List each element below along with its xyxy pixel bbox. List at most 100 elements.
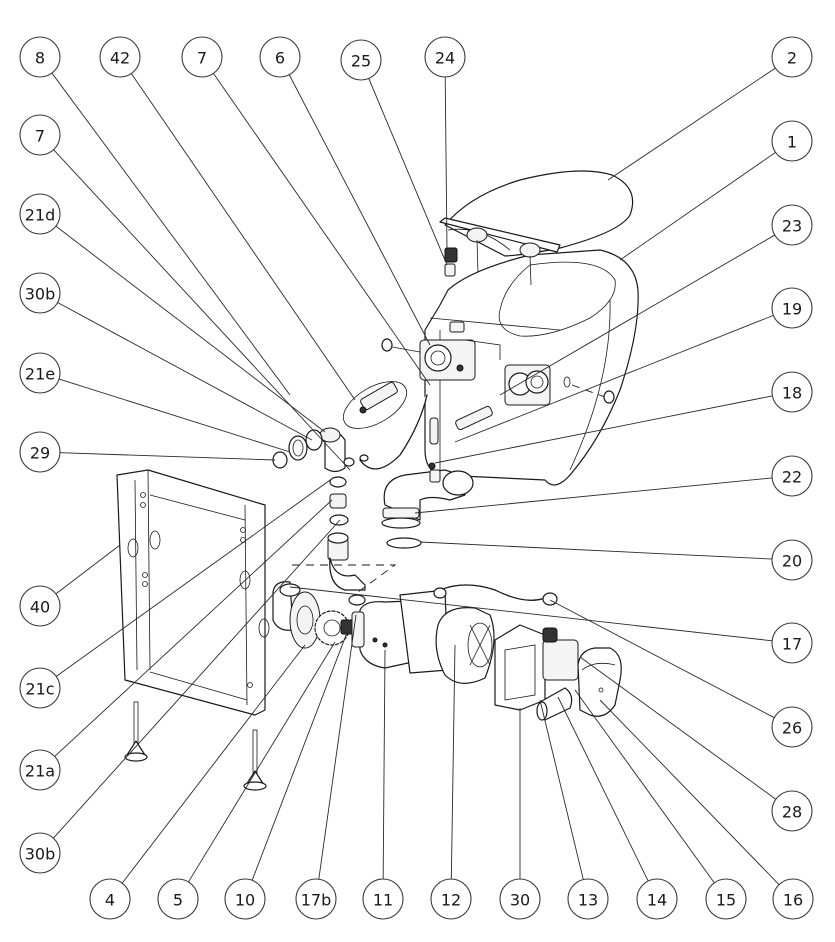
callout-26: 26: [771, 706, 813, 748]
callout-balloon: [295, 878, 337, 920]
callout-label: 4: [105, 891, 115, 910]
callout-balloon: [567, 878, 609, 920]
callout-11: 11: [362, 878, 404, 920]
callout-label: 24: [435, 49, 455, 68]
callout-10: 10: [224, 878, 266, 920]
leader-line-17: [289, 586, 773, 642]
leader-line-23: [499, 234, 775, 396]
support-leg-left: [124, 701, 148, 762]
elbow-connector-lower: [292, 532, 397, 593]
callout-label: 14: [647, 891, 667, 910]
callout-7: 7: [181, 36, 223, 78]
leader-line-5: [188, 641, 336, 883]
hose-clamps: [433, 584, 558, 606]
mounting-frame: [116, 469, 270, 716]
pump-body: [359, 589, 449, 674]
callout-label: 18: [782, 384, 802, 403]
callout-13: 13: [567, 878, 609, 920]
seat-hinge-buffer: [381, 338, 615, 404]
leader-line-20: [419, 541, 773, 560]
pump-housing-front: [272, 581, 321, 649]
callout-label: 7: [35, 127, 45, 146]
callout-balloon: [224, 878, 266, 920]
callout-17b: 17b: [295, 878, 337, 920]
callout-balloon: [771, 371, 813, 413]
callout-21a: 21a: [19, 749, 61, 791]
callout-label: 21c: [25, 680, 54, 699]
callout-balloon: [771, 706, 813, 748]
leader-line-10: [251, 629, 349, 881]
callout-label: 15: [716, 891, 736, 910]
callout-25: 25: [340, 39, 382, 81]
leader-line-42: [130, 73, 356, 401]
callout-40: 40: [19, 585, 61, 627]
callout-label: 1: [787, 133, 797, 152]
callout-balloon: [499, 878, 541, 920]
leader-line-30b: [53, 519, 341, 839]
callout-24: 24: [424, 36, 466, 78]
motor: [435, 607, 495, 684]
callout-balloon: [19, 36, 61, 78]
callout-22: 22: [771, 455, 813, 497]
leader-line-12: [450, 644, 456, 880]
callout-balloon: [636, 878, 678, 920]
callout-15: 15: [705, 878, 747, 920]
callout-balloon: [772, 878, 814, 920]
leader-line-4: [121, 644, 306, 884]
leader-line-6: [288, 74, 431, 346]
callout-label: 10: [235, 891, 255, 910]
drain-pipe: [348, 594, 366, 648]
callout-23: 23: [771, 204, 813, 246]
callout-label: 12: [441, 891, 461, 910]
callout-18: 18: [771, 371, 813, 413]
leader-line-21c: [55, 477, 334, 677]
callout-7: 7: [19, 114, 61, 156]
callout-balloon: [89, 878, 131, 920]
callout-label: 2: [787, 49, 797, 68]
callout-balloon: [771, 204, 813, 246]
outlet-elbow: [381, 462, 474, 549]
leader-line-22: [414, 477, 773, 514]
toilet-bowl: [419, 249, 639, 486]
callout-balloon: [19, 667, 61, 709]
callout-5: 5: [157, 878, 199, 920]
callout-label: 17b: [301, 891, 332, 910]
callout-6: 6: [259, 36, 301, 78]
callout-label: 20: [782, 552, 802, 571]
callout-21e: 21e: [19, 352, 61, 394]
sealing-rings: [329, 476, 349, 526]
callout-label: 21a: [25, 762, 55, 781]
leader-line-16: [599, 699, 780, 885]
callout-balloon: [181, 36, 223, 78]
callout-balloon: [19, 114, 61, 156]
callout-42: 42: [99, 36, 141, 78]
callout-label: 30: [510, 891, 530, 910]
callout-balloon: [259, 36, 301, 78]
callout-17: 17: [771, 622, 813, 664]
control-cover: [577, 647, 622, 717]
callout-30b: 30b: [19, 272, 61, 314]
callout-balloon: [771, 455, 813, 497]
callout-label: 13: [578, 891, 598, 910]
callout-balloon: [705, 878, 747, 920]
leader-line-8: [51, 72, 291, 396]
callout-label: 26: [782, 719, 802, 738]
water-inlet-fitting: [342, 381, 493, 445]
leader-line-30b: [57, 302, 313, 441]
callout-balloon: [771, 36, 813, 78]
impeller: [314, 610, 354, 646]
leader-line-21d: [55, 225, 326, 433]
leader-line-25: [368, 78, 448, 266]
callout-4: 4: [89, 878, 131, 920]
callout-label: 5: [173, 891, 183, 910]
leader-line-2: [607, 67, 776, 181]
callout-30b: 30b: [19, 832, 61, 874]
callout-14: 14: [636, 878, 678, 920]
callout-29: 29: [19, 431, 61, 473]
callout-2: 2: [771, 36, 813, 78]
leader-line-24: [444, 76, 448, 251]
callout-8: 8: [19, 36, 61, 78]
leader-line-19: [454, 314, 774, 443]
